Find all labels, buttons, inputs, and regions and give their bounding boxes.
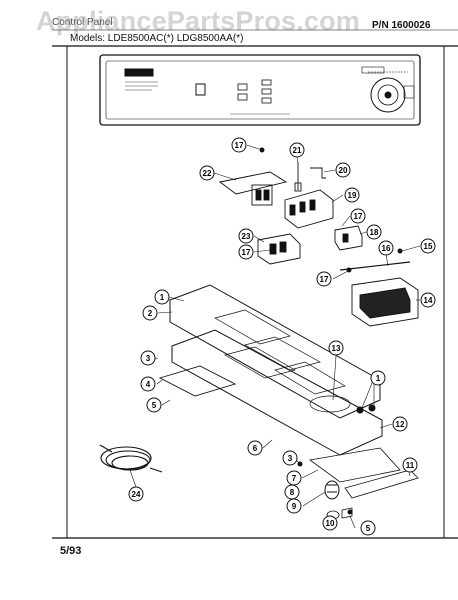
callout-19: 19 bbox=[344, 187, 360, 203]
callout-1: 1 bbox=[370, 370, 386, 386]
callout-13: 13 bbox=[328, 340, 344, 356]
callout-1-label: 1 bbox=[160, 293, 165, 302]
part-22-bracket bbox=[218, 171, 288, 195]
callout-15: 15 bbox=[420, 238, 436, 254]
callout-6-label: 6 bbox=[253, 444, 258, 453]
callout-6: 6 bbox=[247, 440, 263, 456]
part-18-switch bbox=[334, 225, 363, 251]
models-value: LDE8500AC(*) LDG8500AA(*) bbox=[107, 33, 244, 44]
callout-5-label: 5 bbox=[152, 401, 157, 410]
callout-14-label: 14 bbox=[424, 296, 433, 305]
part-2-plate bbox=[169, 284, 381, 419]
callout-3: 3 bbox=[140, 350, 156, 366]
callout-8: 8 bbox=[284, 484, 300, 500]
part-14-timer bbox=[351, 277, 419, 327]
callout-21-label: 21 bbox=[293, 146, 302, 155]
callout-17-label: 17 bbox=[320, 275, 329, 284]
callout-5: 5 bbox=[146, 397, 162, 413]
callout-4-label: 4 bbox=[146, 380, 151, 389]
callout-17: 17 bbox=[238, 244, 254, 260]
callout-17-label: 17 bbox=[235, 141, 244, 150]
callout-13-label: 13 bbox=[332, 344, 341, 353]
switch-block bbox=[251, 184, 273, 206]
base-plate-assembly bbox=[158, 284, 419, 520]
part-9-knob bbox=[324, 480, 340, 500]
callout-19-label: 19 bbox=[348, 191, 357, 200]
callout-8-label: 8 bbox=[290, 488, 295, 497]
callout-11: 11 bbox=[402, 457, 418, 473]
leader-lines bbox=[129, 144, 421, 529]
callout-4: 4 bbox=[140, 376, 156, 392]
part-24-wire-harness bbox=[99, 444, 163, 473]
watermark: AppliancePartsPros.com bbox=[36, 6, 361, 36]
callout-1: 1 bbox=[154, 289, 170, 305]
part-number: P/N 1600026 bbox=[372, 20, 431, 31]
callout-2-label: 2 bbox=[148, 309, 153, 318]
callout-3-label: 3 bbox=[288, 454, 293, 463]
diagram-title: Control Panel bbox=[52, 17, 113, 28]
callout-22: 22 bbox=[199, 165, 215, 181]
callout-12: 12 bbox=[392, 416, 408, 432]
models-label: Models: bbox=[70, 33, 106, 44]
part-19-switch bbox=[284, 189, 334, 229]
part-16-rod bbox=[339, 261, 411, 271]
callout-18-label: 18 bbox=[370, 228, 379, 237]
callout-5-label: 5 bbox=[366, 524, 371, 533]
callout-10: 10 bbox=[322, 515, 338, 531]
footer-date: 5/93 bbox=[60, 545, 82, 557]
callout-24-label: 24 bbox=[132, 490, 141, 499]
callout-14: 14 bbox=[420, 292, 436, 308]
callout-23: 23 bbox=[238, 228, 254, 244]
frame bbox=[52, 29, 458, 539]
brand-logo bbox=[124, 68, 154, 77]
part-23-switch bbox=[257, 233, 301, 265]
models-line: Models: LDE8500AC(*) LDG8500AA(*) bbox=[70, 33, 243, 44]
callout-16: 16 bbox=[378, 240, 394, 256]
callout-16-label: 16 bbox=[382, 244, 391, 253]
callout-23-label: 23 bbox=[242, 232, 251, 241]
start-button bbox=[195, 83, 206, 96]
callout-20: 20 bbox=[335, 162, 351, 178]
callout-10-label: 10 bbox=[326, 519, 335, 528]
callout-2: 2 bbox=[142, 305, 158, 321]
callout-17: 17 bbox=[316, 271, 332, 287]
part-6-plate bbox=[171, 329, 383, 456]
callout-3: 3 bbox=[282, 450, 298, 466]
callout-15-label: 15 bbox=[424, 242, 433, 251]
callout-3-label: 3 bbox=[146, 354, 151, 363]
callout-22-label: 22 bbox=[203, 169, 212, 178]
callout-20-label: 20 bbox=[339, 166, 348, 175]
callout-9: 9 bbox=[286, 498, 302, 514]
callout-24: 24 bbox=[128, 486, 144, 502]
callout-7: 7 bbox=[286, 470, 302, 486]
callout-9-label: 9 bbox=[292, 502, 297, 511]
callout-7-label: 7 bbox=[292, 474, 297, 483]
callout-18: 18 bbox=[366, 224, 382, 240]
timer-dial bbox=[370, 77, 406, 113]
callout-21: 21 bbox=[289, 142, 305, 158]
part-11-bar bbox=[344, 469, 419, 499]
callout-12-label: 12 bbox=[396, 420, 405, 429]
switch-parts bbox=[218, 147, 419, 327]
callout-17: 17 bbox=[350, 208, 366, 224]
callout-17: 17 bbox=[231, 137, 247, 153]
callout-17-label: 17 bbox=[242, 248, 251, 257]
callout-11-label: 11 bbox=[406, 461, 415, 470]
callout-group: 1123345567891011121314151617171717181920… bbox=[128, 137, 436, 536]
callout-5: 5 bbox=[360, 520, 376, 536]
callout-17-label: 17 bbox=[354, 212, 363, 221]
callout-1-label: 1 bbox=[376, 374, 381, 383]
control-panel-console bbox=[99, 54, 421, 126]
part-4-bracket bbox=[158, 365, 237, 397]
